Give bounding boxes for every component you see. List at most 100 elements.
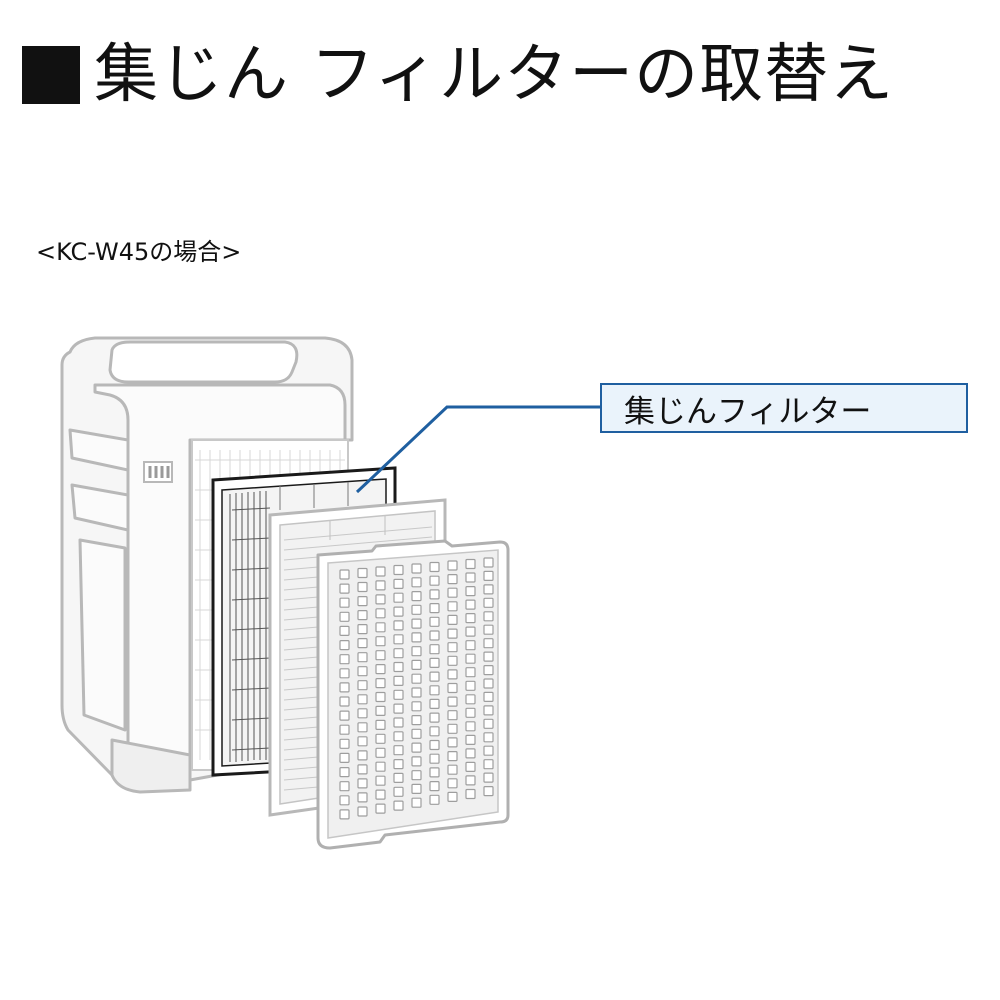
pre-filter-hole xyxy=(429,657,440,669)
pre-filter-hole xyxy=(465,612,476,624)
pre-filter-hole xyxy=(339,696,350,707)
pre-filter-hole xyxy=(339,611,350,622)
pre-filter-hole xyxy=(339,781,350,792)
pre-filter-hole xyxy=(411,618,422,629)
pre-filter-hole xyxy=(357,637,368,649)
pre-filter-hole xyxy=(375,775,386,786)
pre-filter-hole xyxy=(357,778,368,789)
pre-filter-hole xyxy=(465,558,476,570)
model-note: <KC-W45の場合> xyxy=(36,238,242,266)
pre-filter-hole xyxy=(465,734,476,746)
pre-filter-hole xyxy=(357,750,368,761)
pre-filter-hole xyxy=(357,806,368,817)
pre-filter-hole xyxy=(429,739,440,751)
pre-filter-hole xyxy=(411,563,422,574)
pre-filter-hole xyxy=(339,766,350,778)
pre-filter-hole xyxy=(411,673,422,684)
pre-filter-hole xyxy=(339,752,350,764)
pre-filter-hole xyxy=(447,587,458,598)
vent-icon xyxy=(143,461,173,483)
pre-filter-hole xyxy=(429,726,440,737)
pre-filter-hole xyxy=(411,728,422,739)
pre-filter-hole xyxy=(483,759,494,770)
pre-filter-hole xyxy=(465,721,476,732)
pre-filter-hole xyxy=(429,780,440,792)
pre-filter-hole xyxy=(429,698,440,710)
pre-filter-hole xyxy=(393,786,404,797)
pre-filter-hole xyxy=(429,767,440,778)
pre-filter-hole xyxy=(393,606,404,617)
pre-filter-hole xyxy=(411,632,422,643)
pre-filter-hole xyxy=(465,788,476,800)
pre-filter-hole xyxy=(483,678,494,689)
pre-filter-hole xyxy=(465,761,476,773)
pre-filter-hole xyxy=(357,736,368,747)
pre-filter-hole xyxy=(357,680,368,691)
pre-filter-hole xyxy=(339,682,350,693)
pre-filter-hole xyxy=(393,703,404,714)
pre-filter-panel xyxy=(316,539,510,850)
pre-filter-hole xyxy=(357,623,368,635)
pre-filter-hole xyxy=(411,590,422,602)
pre-filter-hole xyxy=(429,685,440,696)
pre-filter-hole xyxy=(447,750,458,762)
pre-filter-hole xyxy=(411,714,422,726)
pre-filter-hole xyxy=(465,653,476,664)
pre-filter-hole xyxy=(411,770,422,781)
pre-filter-hole xyxy=(375,789,386,800)
pre-filter-hole xyxy=(483,570,494,582)
pre-filter-hole xyxy=(429,794,440,805)
pre-filter-hole xyxy=(483,611,494,622)
pre-filter-hole xyxy=(357,694,368,705)
pre-filter-hole xyxy=(375,747,386,758)
pre-filter-hole xyxy=(411,687,422,698)
title-square-icon xyxy=(22,46,80,104)
pre-filter-hole xyxy=(339,809,350,820)
pre-filter-hole xyxy=(447,791,458,803)
pre-filter-hole xyxy=(483,664,494,676)
pre-filter-hole xyxy=(465,599,476,610)
callout-leader-line xyxy=(355,405,602,494)
pre-filter-hole xyxy=(375,608,386,619)
pre-filter-hole xyxy=(429,589,440,600)
pre-filter-hole xyxy=(429,561,440,573)
pre-filter-hole xyxy=(483,597,494,608)
pre-filter-hole xyxy=(393,648,404,659)
pre-filter-hole xyxy=(357,764,368,775)
pre-filter-hole xyxy=(465,626,476,637)
pre-filter-hole xyxy=(357,792,368,803)
pre-filter-hole xyxy=(339,625,350,637)
pre-filter-hole xyxy=(375,650,386,661)
pre-filter-hole xyxy=(483,651,494,662)
pre-filter-hole xyxy=(339,738,350,749)
pre-filter-hole xyxy=(483,718,494,729)
pre-filter-hole xyxy=(429,712,440,723)
pre-filter-hole xyxy=(411,797,422,808)
pre-filter-hole xyxy=(375,594,386,605)
pre-filter-hole xyxy=(411,659,422,671)
pre-filter-hole xyxy=(375,691,386,703)
pre-filter-holes xyxy=(339,557,494,820)
pre-filter-hole xyxy=(393,717,404,728)
pre-filter-hole xyxy=(483,584,494,595)
pre-filter-hole xyxy=(339,710,350,721)
pre-filter-hole xyxy=(357,567,368,579)
pre-filter-hole xyxy=(375,733,386,744)
pre-filter-hole xyxy=(447,628,458,639)
pre-filter-hole xyxy=(339,724,350,735)
pre-filter-hole xyxy=(339,639,350,651)
pre-filter-hole xyxy=(393,661,404,673)
pre-filter-hole xyxy=(411,701,422,712)
pre-filter-hole xyxy=(483,705,494,716)
pre-filter-hole xyxy=(447,573,458,585)
pre-filter-hole xyxy=(393,689,404,700)
pre-filter-hole xyxy=(483,691,494,703)
pre-filter-hole xyxy=(483,638,494,649)
pre-filter-hole xyxy=(393,634,404,645)
pre-filter-hole xyxy=(375,803,386,814)
pre-filter-hole xyxy=(411,783,422,795)
pre-filter-hole xyxy=(447,710,458,721)
pre-filter-hole xyxy=(465,667,476,678)
pre-filter-hole xyxy=(447,737,458,748)
